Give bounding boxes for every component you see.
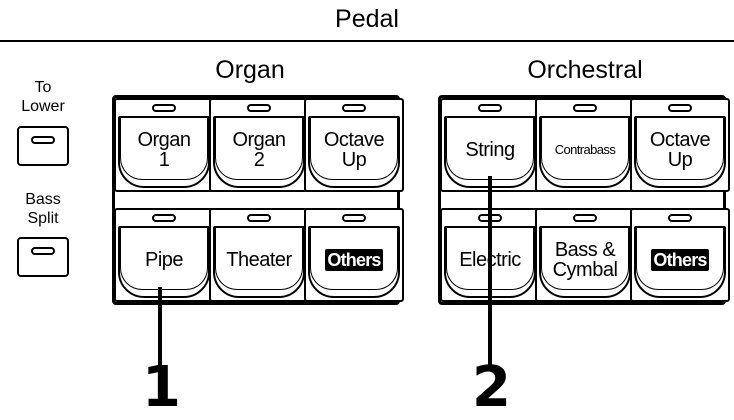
pipe-label: Pipe	[144, 249, 184, 271]
callout-1-line	[158, 287, 162, 367]
organ-2-led-icon	[247, 104, 271, 112]
bass-cymbal-label: Bass & Cymbal	[552, 239, 618, 281]
callout-2-number: 2	[472, 355, 511, 420]
to-lower-led-icon	[31, 136, 55, 144]
organ-1-button[interactable]: Organ 1	[114, 98, 214, 192]
theater-led-icon	[247, 214, 271, 222]
bass-cymbal-led-icon	[573, 214, 597, 222]
orchestral-octave-up-label: Octave Up	[649, 129, 711, 171]
orchestral-others-button[interactable]: Others	[630, 208, 730, 302]
bass-split-led-icon	[31, 247, 55, 255]
organ-others-button[interactable]: Others	[304, 208, 404, 302]
theater-label: Theater	[226, 249, 292, 271]
theater-button[interactable]: Theater	[209, 208, 309, 302]
bass-split-button[interactable]	[17, 237, 69, 277]
to-lower-button[interactable]	[17, 126, 69, 166]
organ-others-label: Others	[325, 249, 383, 271]
orchestral-others-label: Others	[651, 249, 709, 271]
orchestral-octave-up-led-icon	[668, 104, 692, 112]
callout-2-line	[488, 176, 492, 366]
contrabass-button[interactable]: Contrabass	[535, 98, 635, 192]
organ-octave-up-button[interactable]: Octave Up	[304, 98, 404, 192]
callout-1-number: 1	[142, 355, 181, 420]
organ-2-label: Organ 2	[232, 129, 286, 171]
contrabass-label: Contrabass	[554, 142, 616, 157]
orchestral-group-title: Orchestral	[527, 56, 643, 84]
pipe-led-icon	[152, 214, 176, 222]
string-led-icon	[478, 104, 502, 112]
header-rule	[0, 40, 734, 42]
organ-2-button[interactable]: Organ 2	[209, 98, 309, 192]
organ-octave-up-label: Octave Up	[323, 129, 385, 171]
organ-panel: Organ 1 Organ 2 Octave Up Pipe Theater O…	[112, 95, 404, 305]
orchestral-others-led-icon	[668, 214, 692, 222]
organ-others-led-icon	[342, 214, 366, 222]
organ-1-led-icon	[152, 104, 176, 112]
organ-1-label: Organ 1	[137, 129, 191, 171]
bass-split-label: Bass Split	[25, 191, 61, 227]
to-lower-label: To Lower	[21, 79, 65, 115]
string-button[interactable]: String	[440, 98, 540, 192]
organ-group-title: Organ	[215, 56, 285, 84]
bass-cymbal-button[interactable]: Bass & Cymbal	[535, 208, 635, 302]
orchestral-panel: String Contrabass Octave Up Electric Bas…	[438, 95, 730, 305]
pedal-title: Pedal	[335, 5, 399, 33]
contrabass-led-icon	[573, 104, 597, 112]
pipe-button[interactable]: Pipe	[114, 208, 214, 302]
orchestral-octave-up-button[interactable]: Octave Up	[630, 98, 730, 192]
organ-octave-up-led-icon	[342, 104, 366, 112]
string-label: String	[465, 139, 515, 161]
